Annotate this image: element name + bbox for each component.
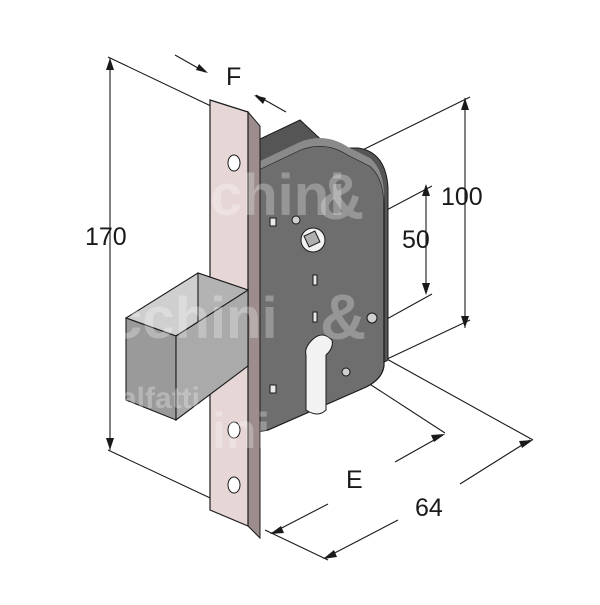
dim-label-170: 170 bbox=[85, 223, 127, 251]
dim-64-line-a bbox=[324, 519, 399, 559]
arrow-50-top bbox=[422, 184, 430, 196]
dim-100-ext-bottom bbox=[384, 319, 471, 361]
arrow-f-right bbox=[254, 95, 266, 104]
screw-top bbox=[291, 215, 301, 225]
faceplate-hole-bottom bbox=[227, 476, 241, 494]
dim-label-f: F bbox=[226, 63, 242, 91]
dimension-arrows bbox=[106, 58, 533, 559]
screw-right bbox=[366, 312, 378, 324]
arrow-e-right bbox=[431, 434, 445, 442]
arrow-170-top bbox=[106, 58, 114, 70]
slot-mid-a bbox=[312, 274, 318, 286]
arrow-170-bottom bbox=[106, 438, 114, 450]
dim-64-line-b bbox=[459, 439, 531, 485]
dim-64-ext-right bbox=[384, 357, 534, 441]
slot-bottom-left bbox=[269, 384, 277, 394]
arrow-e-left bbox=[270, 526, 284, 534]
faceplate-hole-top bbox=[227, 154, 241, 172]
lock-case-top-edge bbox=[258, 138, 384, 205]
dim-label-e: E bbox=[346, 466, 363, 494]
deadbolt bbox=[124, 272, 250, 422]
cylinder-cutout bbox=[305, 334, 333, 415]
dim-64-ext-left bbox=[264, 529, 329, 561]
dim-170-ext-top bbox=[107, 56, 214, 108]
case-details bbox=[269, 215, 378, 415]
bolt-right-face bbox=[175, 288, 249, 422]
faceplate-side bbox=[247, 110, 261, 540]
arrow-50-bottom bbox=[422, 283, 430, 295]
slot-top-left bbox=[269, 217, 277, 227]
faceplate-hole-middle bbox=[227, 421, 241, 439]
slot-mid-b bbox=[312, 311, 318, 323]
dim-label-50: 50 bbox=[402, 226, 430, 254]
spindle-square bbox=[303, 230, 321, 248]
arrow-f-left bbox=[196, 64, 208, 73]
screw-bottom bbox=[341, 367, 351, 377]
arrow-100-bottom bbox=[461, 316, 469, 328]
arrow-64-right bbox=[519, 440, 533, 448]
bolt-front-face bbox=[125, 317, 177, 421]
dim-label-64: 64 bbox=[415, 494, 443, 522]
arrow-100-top bbox=[461, 98, 469, 110]
faceplate-holes bbox=[227, 154, 241, 494]
arrow-64-left bbox=[323, 550, 337, 559]
dim-label-100: 100 bbox=[441, 183, 483, 211]
